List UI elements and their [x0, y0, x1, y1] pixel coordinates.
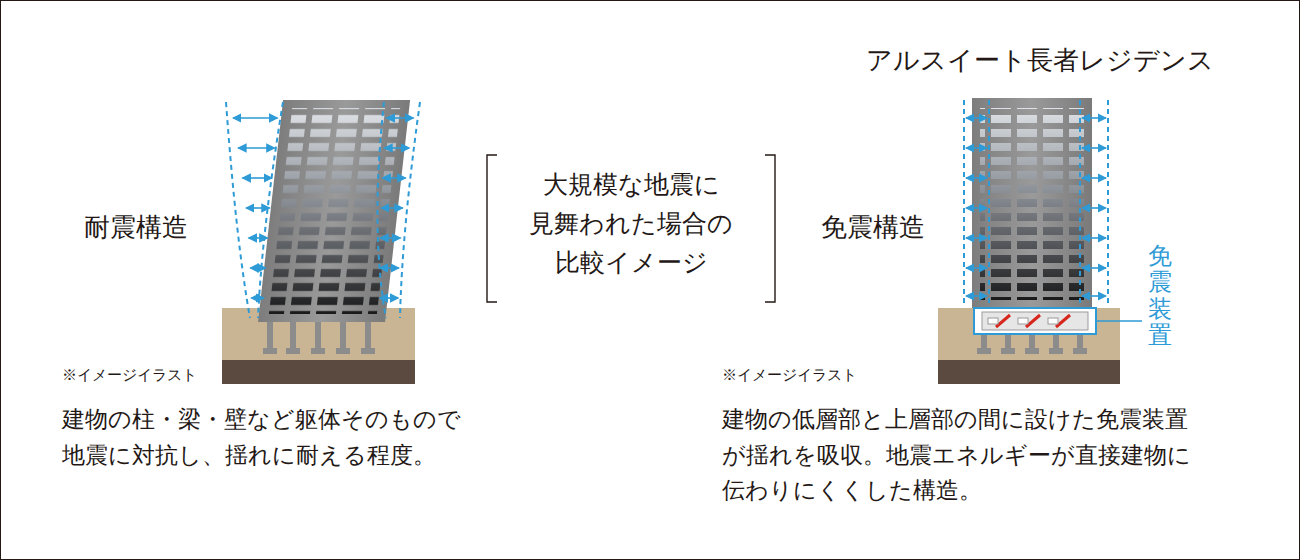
- sway-arrow: [1082, 295, 1106, 297]
- sway-arrow: [1082, 237, 1106, 239]
- sway-arrow: [243, 177, 272, 179]
- sway-arrow: [966, 295, 987, 297]
- sway-arrow: [246, 207, 270, 209]
- sway-arrow: [380, 297, 398, 299]
- pile: [267, 322, 273, 352]
- sway-arrow: [966, 177, 987, 179]
- description-text: 建物の柱・梁・壁など躯体そのもので 地震に対抗し、揺れに耐える程度。: [62, 402, 482, 473]
- structure-label: 免震構造: [821, 207, 925, 247]
- sway-arrow: [381, 207, 403, 209]
- sway-arrow: [380, 237, 400, 239]
- note-text: ※イメージイラスト: [722, 364, 857, 387]
- pile: [315, 322, 321, 352]
- sway-arrow: [251, 297, 264, 299]
- sway-arrow: [387, 117, 414, 119]
- note-text: ※イメージイラスト: [62, 364, 197, 387]
- pile: [290, 322, 296, 352]
- sway-arrow: [250, 267, 265, 269]
- pile: [340, 322, 346, 352]
- sway-arrow: [966, 207, 987, 209]
- sway-arrow: [1082, 267, 1106, 269]
- sway-arrow: [249, 237, 268, 239]
- sway-arrow: [966, 267, 987, 269]
- sway-arrow: [1082, 177, 1106, 179]
- building-name: アルスイート長者レジデンス: [866, 40, 1214, 80]
- sway-arrow: [966, 117, 987, 119]
- pile-foot: [977, 348, 991, 354]
- sway-arrow: [233, 117, 277, 119]
- sway-arrow: [1082, 147, 1106, 149]
- pile-foot: [286, 348, 300, 354]
- pile-foot: [336, 348, 350, 354]
- pile: [365, 322, 371, 352]
- pile-foot: [1001, 348, 1015, 354]
- sway-arrow: [1082, 117, 1106, 119]
- pile-foot: [311, 348, 325, 354]
- pile-foot: [1073, 348, 1087, 354]
- sway-arrow: [382, 177, 405, 179]
- sway-arrow: [238, 147, 274, 149]
- sway-arrow: [966, 147, 987, 149]
- structure-label: 耐震構造: [84, 207, 188, 247]
- sway-arrow: [380, 267, 399, 269]
- pile-foot: [263, 348, 277, 354]
- sway-arrow: [966, 237, 987, 239]
- pile-foot: [1025, 348, 1039, 354]
- sway-arrow: [1082, 207, 1106, 209]
- device-label: 免震装置: [1148, 243, 1172, 349]
- description-text: 建物の低層部と上層部の間に設けた免震装置 が揺れを吸収。地震エネルギーが直接建物…: [722, 402, 1222, 509]
- comparison-heading: 大規模な地震に 見舞われた場合の 比較イメージ: [511, 166, 751, 282]
- pile-foot: [361, 348, 375, 354]
- sway-arrow: [384, 147, 409, 149]
- pile-foot: [1049, 348, 1063, 354]
